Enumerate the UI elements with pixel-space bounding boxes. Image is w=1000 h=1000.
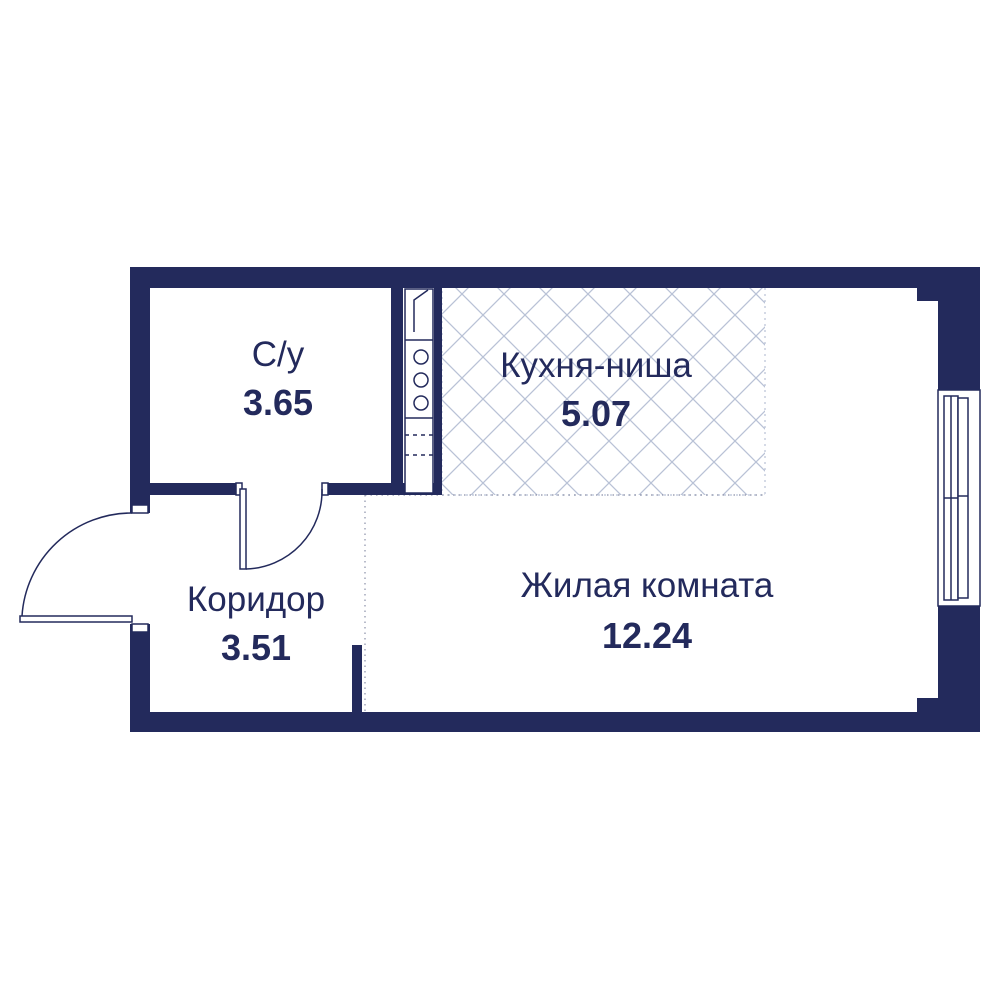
room-bathroom: С/у 3.65	[243, 335, 313, 423]
wall-right-upper-step	[917, 287, 938, 301]
wall-bottom	[130, 712, 980, 732]
kitchen-floor-hatch	[441, 286, 766, 496]
bathroom-door-swing-icon	[239, 488, 323, 570]
room-living: Жилая комната 12.24	[521, 566, 774, 656]
door-jambs	[131, 482, 329, 633]
entry-door-swing-icon	[19, 512, 133, 623]
stove-icon	[413, 349, 429, 411]
room-name-living: Жилая комната	[521, 566, 774, 605]
sink-icon	[413, 289, 429, 332]
room-area-living: 12.24	[602, 615, 692, 656]
wall-left-lower	[130, 624, 150, 732]
room-name-corridor: Коридор	[187, 580, 325, 619]
room-name-kitchen: Кухня-ниша	[500, 346, 692, 385]
wall-left-upper	[130, 267, 150, 513]
room-area-bathroom: 3.65	[243, 382, 313, 423]
wall-right-lower-pier	[938, 606, 980, 732]
room-name-bathroom: С/у	[252, 335, 305, 374]
wall-right-upper-pier	[938, 267, 980, 390]
wall-right-lower-step	[917, 698, 938, 712]
room-kitchen: Кухня-ниша 5.07	[500, 346, 692, 434]
room-area-corridor: 3.51	[221, 627, 291, 668]
wall-bathroom-bottom-left	[130, 483, 242, 495]
window-icon	[937, 389, 981, 607]
kitchen-counter	[404, 288, 434, 494]
wall-kitchen-cabinet	[434, 287, 442, 495]
wall-corridor-stub	[352, 645, 362, 712]
wall-top	[130, 267, 980, 288]
walls	[130, 267, 980, 732]
wall-bathroom-right	[391, 287, 403, 495]
room-corridor: Коридор 3.51	[187, 580, 325, 668]
room-area-kitchen: 5.07	[561, 393, 631, 434]
